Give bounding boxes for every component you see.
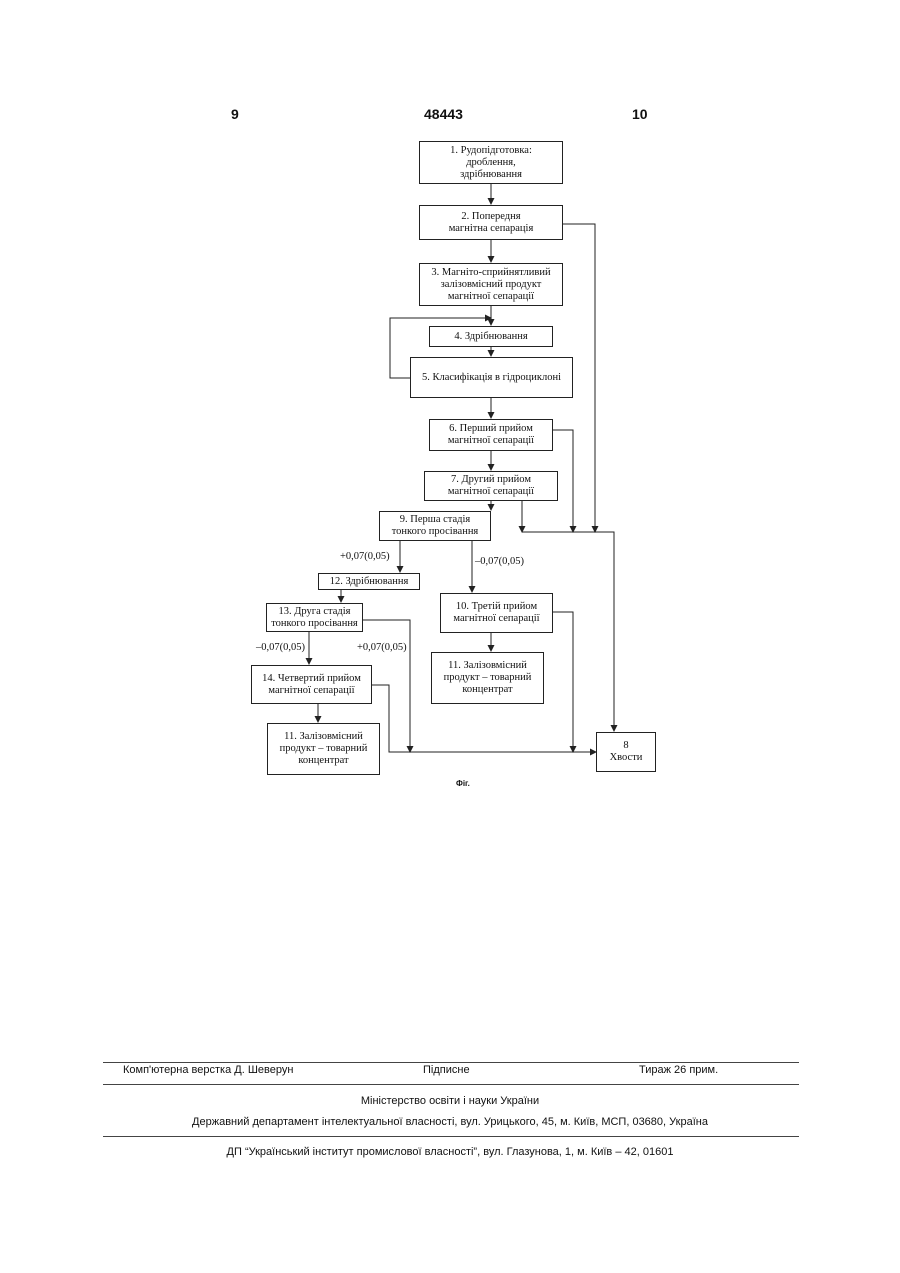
flow-step-11-upper: 11. Залізовмісний продукт – товарний кон… [431, 652, 544, 704]
flow-step-9: 9. Перша стадія тонкого просівання [379, 511, 491, 541]
flow-step-4: 4. Здрібнювання [429, 326, 553, 347]
flow-step-14: 14. Четвертий прийом магнітної сепарації [251, 665, 372, 704]
arrow-10-tails [553, 612, 573, 752]
footer-circulation: Тираж 26 прим. [639, 1064, 718, 1076]
flow-step-11-lower: 11. Залізовмісний продукт – товарний кон… [267, 723, 380, 775]
footer-layout-credit: Комп'ютерна верстка Д. Шеверун [123, 1064, 293, 1076]
fraction-label-minus-2: –0,07(0,05) [256, 642, 305, 653]
fraction-label-plus-2: +0,07(0,05) [357, 642, 407, 653]
fraction-label-plus-1: +0,07(0,05) [340, 551, 390, 562]
footer-signed: Підписне [423, 1064, 470, 1076]
flow-step-3: 3. Магніто-сприйнятливий залізовмісний п… [419, 263, 563, 306]
flow-step-13: 13. Друга стадія тонкого просівання [266, 603, 363, 632]
figure-caption: Фіг. [456, 779, 470, 788]
flow-step-2: 2. Попередня магнітна сепарація [419, 205, 563, 240]
flow-step-10: 10. Третій прийом магнітної сепарації [440, 593, 553, 633]
flow-step-7: 7. Другий прийом магнітної сепарації [424, 471, 558, 501]
flow-step-1: 1. Рудопідготовка: дроблення, здрібнюван… [419, 141, 563, 184]
footer-rule-top [103, 1062, 799, 1063]
flow-step-8-tails: 8 Хвости [596, 732, 656, 772]
footer-rule-bottom [103, 1136, 799, 1137]
flow-step-12: 12. Здрібнювання [318, 573, 420, 590]
flow-step-6: 6. Перший прийом магнітної сепарації [429, 419, 553, 451]
flow-step-5: 5. Класифікація в гідроциклоні [410, 357, 573, 398]
fraction-label-minus-1: –0,07(0,05) [475, 556, 524, 567]
footer-ministry: Міністерство освіти і науки України [0, 1095, 900, 1107]
footer-department: Державний департамент інтелектуальної вл… [0, 1116, 900, 1128]
footer-institute: ДП “Український інститут промислової вла… [0, 1146, 900, 1158]
footer-rule-middle [103, 1084, 799, 1085]
